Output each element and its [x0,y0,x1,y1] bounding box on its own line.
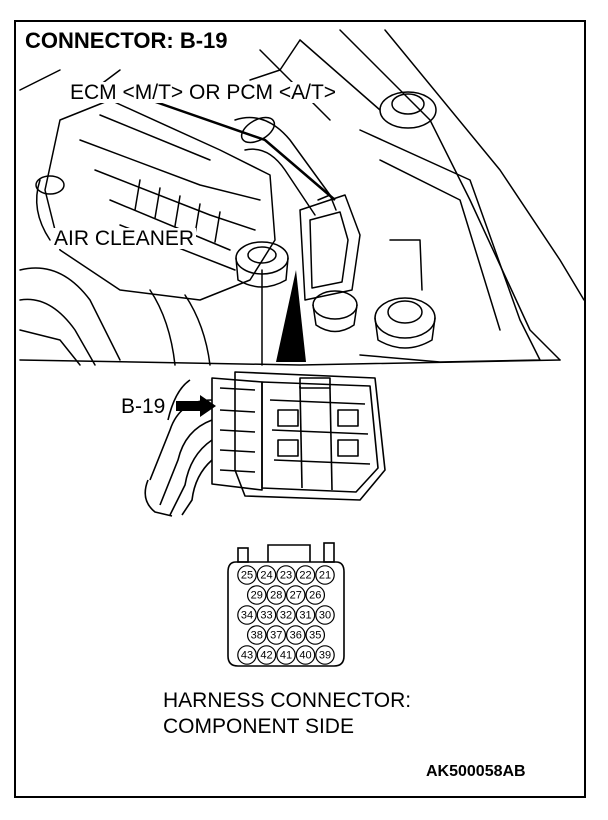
harness-caption-line1: HARNESS CONNECTOR: [163,689,412,712]
pin-40: 40 [295,645,316,665]
pin-22: 22 [295,565,316,585]
harness-caption-line2: COMPONENT SIDE [163,715,354,738]
pin-38: 38 [246,625,267,645]
pin-label: 27 [290,590,302,602]
pin-label: 21 [319,570,331,582]
pointer-triangle [276,270,306,362]
pin-grid: 25 24 23 22 21 29 28 27 26 34 33 32 31 30 38 37 36 35 43 42… [237,565,335,665]
pin-label: 23 [280,570,292,582]
pin-label: 43 [241,650,253,662]
pin-42: 42 [256,645,277,665]
pin-label: 29 [251,590,263,602]
pin-label: 26 [309,590,321,602]
pin-30: 30 [315,605,335,625]
pin-label: 32 [280,610,292,622]
pin-37: 37 [266,625,287,645]
pin-24: 24 [256,565,277,585]
pin-23: 23 [276,565,296,585]
reference-code: AK500058AB [426,763,526,780]
connector-closeup [144,371,386,517]
pin-33: 33 [256,605,277,625]
pin-43: 43 [237,645,257,665]
pin-label: 39 [319,650,331,662]
ecm-label: ECM <M/T> OR PCM <A/T> [68,81,339,104]
pin-36: 36 [285,625,306,645]
pin-39: 39 [315,645,335,665]
pin-21: 21 [315,565,335,585]
pin-label: 30 [319,610,331,622]
pin-label: 36 [290,630,302,642]
pin-32: 32 [276,605,296,625]
pin-label: 25 [241,570,253,582]
pin-label: 42 [260,650,272,662]
connector-title: CONNECTOR: B-19 [25,28,228,53]
pin-31: 31 [295,605,316,625]
pin-label: 33 [260,610,272,622]
diagram-frame [14,20,586,798]
pin-34: 34 [237,605,257,625]
pin-41: 41 [276,645,296,665]
b19-callout-arrow [176,395,216,417]
pin-label: 28 [270,590,282,602]
pin-label: 34 [241,610,253,622]
pin-25: 25 [237,565,257,585]
pin-label: 40 [299,650,311,662]
pin-27: 27 [285,585,306,605]
connector-callout-label: B-19 [121,395,166,418]
pin-label: 38 [251,630,263,642]
pin-label: 41 [280,650,292,662]
harness-caption: HARNESS CONNECTOR: COMPONENT SIDE [163,688,411,740]
pin-label: 24 [260,570,272,582]
pin-label: 22 [299,570,311,582]
pin-35: 35 [305,625,326,645]
pin-label: 37 [270,630,282,642]
air-cleaner-label: AIR CLEANER [52,227,197,250]
pin-28: 28 [266,585,287,605]
harness-connector-face [227,542,345,667]
pin-29: 29 [246,585,267,605]
pin-26: 26 [305,585,326,605]
pin-label: 31 [299,610,311,622]
pin-label: 35 [309,630,321,642]
